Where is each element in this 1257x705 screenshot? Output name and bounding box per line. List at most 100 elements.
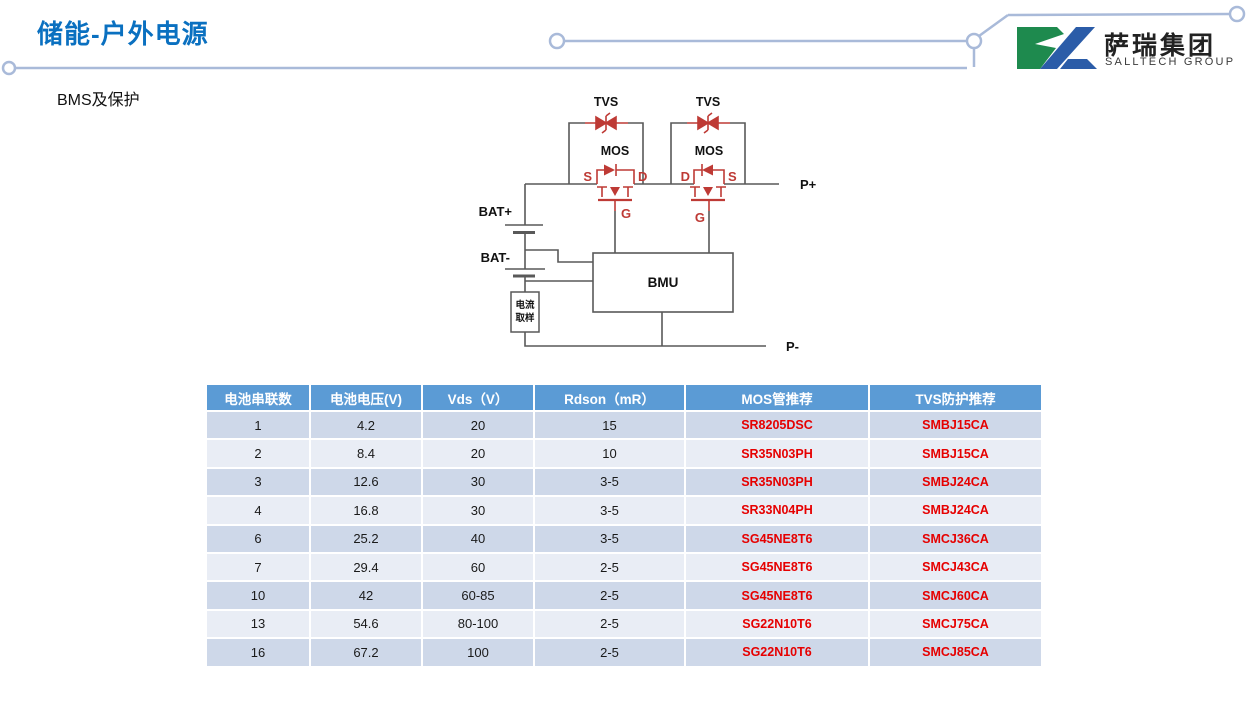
table-cell: 3	[207, 468, 311, 498]
part-number-cell: SMCJ85CA	[869, 639, 1043, 668]
part-number-cell: SG45NE8T6	[685, 525, 870, 554]
bmu-label: BMU	[648, 275, 679, 290]
part-number-cell: SMBJ24CA	[869, 497, 1043, 526]
table-cell: 30	[423, 468, 536, 498]
table-cell: 60-85	[423, 582, 536, 611]
logo-mark-icon	[1017, 27, 1097, 69]
connector-diagonal	[978, 13, 1009, 38]
table-cell: 4.2	[310, 412, 423, 441]
table-cell: 3-5	[535, 468, 686, 498]
table-cell: 54.6	[310, 610, 423, 640]
circuit-wires	[505, 122, 779, 347]
part-number-cell: SG22N10T6	[685, 610, 870, 640]
table-cell: 20	[423, 440, 536, 469]
part-number-cell: SMBJ15CA	[869, 440, 1043, 469]
table-cell: 3-5	[535, 497, 686, 526]
logo-company-name-en: SALLTECH GROUP	[1105, 56, 1236, 68]
part-number-cell: SR8205DSC	[685, 412, 870, 441]
drain-label: D	[638, 169, 647, 184]
column-header: Vds（V）	[423, 385, 536, 412]
part-number-cell: SMCJ75CA	[869, 610, 1043, 640]
table-cell: 7	[207, 553, 311, 583]
page-title: 储能-户外电源	[37, 19, 209, 49]
table-cell: 3-5	[535, 525, 686, 554]
drain-label: D	[681, 169, 690, 184]
table-cell: 25.2	[310, 525, 423, 554]
bat-plus-label: BAT+	[479, 204, 513, 219]
mos-label: MOS	[695, 144, 723, 158]
tvs-label: TVS	[594, 95, 618, 109]
table-cell: 10	[207, 582, 311, 611]
table-cell: 4	[207, 497, 311, 526]
table-cell: 13	[207, 610, 311, 640]
table-cell: 29.4	[310, 553, 423, 583]
part-number-cell: SG45NE8T6	[685, 553, 870, 583]
logo-company-name: 萨瑞集团	[1104, 32, 1217, 60]
table-cell: 20	[423, 412, 536, 441]
mosfet-icon	[596, 164, 635, 211]
node-circle	[1, 60, 17, 76]
table-cell: 2-5	[535, 639, 686, 668]
table-cell: 60	[423, 553, 536, 583]
table-cell: 80-100	[423, 610, 536, 640]
table-cell: 40	[423, 525, 536, 554]
bat-minus-label: BAT-	[481, 250, 510, 265]
node-circle	[1228, 5, 1246, 23]
source-label: S	[728, 169, 737, 184]
bms-circuit-diagram: TVS TVS MOS MOS BAT+ BAT- BMU P+ P- 电流 取…	[479, 95, 817, 354]
table-cell: 2	[207, 440, 311, 469]
mosfet-icon	[690, 164, 726, 211]
source-label: S	[583, 169, 592, 184]
table-cell: 15	[535, 412, 686, 441]
header-decoration	[1, 5, 1246, 76]
mos-label: MOS	[601, 144, 629, 158]
gate-label: G	[695, 210, 705, 225]
table-cell: 16	[207, 639, 311, 668]
tvs-diode-icon	[687, 112, 730, 134]
part-number-cell: SG22N10T6	[685, 639, 870, 668]
part-number-cell: SMBJ15CA	[869, 412, 1043, 441]
current-sampling-label: 取样	[515, 312, 535, 324]
table-cell: 8.4	[310, 440, 423, 469]
part-number-cell: SG45NE8T6	[685, 582, 870, 611]
part-number-cell: SMCJ43CA	[869, 553, 1043, 583]
column-header: TVS防护推荐	[869, 385, 1043, 412]
part-number-cell: SR33N04PH	[685, 497, 870, 526]
table-cell: 10	[535, 440, 686, 469]
table-cell: 42	[310, 582, 423, 611]
company-logo: 萨瑞集团 SALLTECH GROUP	[1012, 24, 1252, 80]
table-cell: 2-5	[535, 582, 686, 611]
node-circle	[548, 32, 566, 50]
p-minus-label: P-	[786, 339, 799, 354]
column-header: Rdson（mR）	[535, 385, 686, 412]
part-number-cell: SMCJ60CA	[869, 582, 1043, 611]
table-cell: 100	[423, 639, 536, 668]
table-cell: 2-5	[535, 553, 686, 583]
node-circle	[965, 32, 983, 50]
part-number-cell: SMCJ36CA	[869, 525, 1043, 554]
table-cell: 2-5	[535, 610, 686, 640]
table-cell: 67.2	[310, 639, 423, 668]
table-cell: 1	[207, 412, 311, 441]
current-sampling-label: 电流	[515, 299, 535, 311]
table-cell: 16.8	[310, 497, 423, 526]
section-subtitle: BMS及保护	[57, 92, 140, 109]
table-cell: 6	[207, 525, 311, 554]
tvs-diode-icon	[585, 112, 628, 134]
gate-label: G	[621, 206, 631, 221]
tvs-label: TVS	[696, 95, 720, 109]
column-header: 电池串联数	[207, 385, 311, 412]
part-number-cell: SR35N03PH	[685, 468, 870, 498]
p-plus-label: P+	[800, 177, 817, 192]
